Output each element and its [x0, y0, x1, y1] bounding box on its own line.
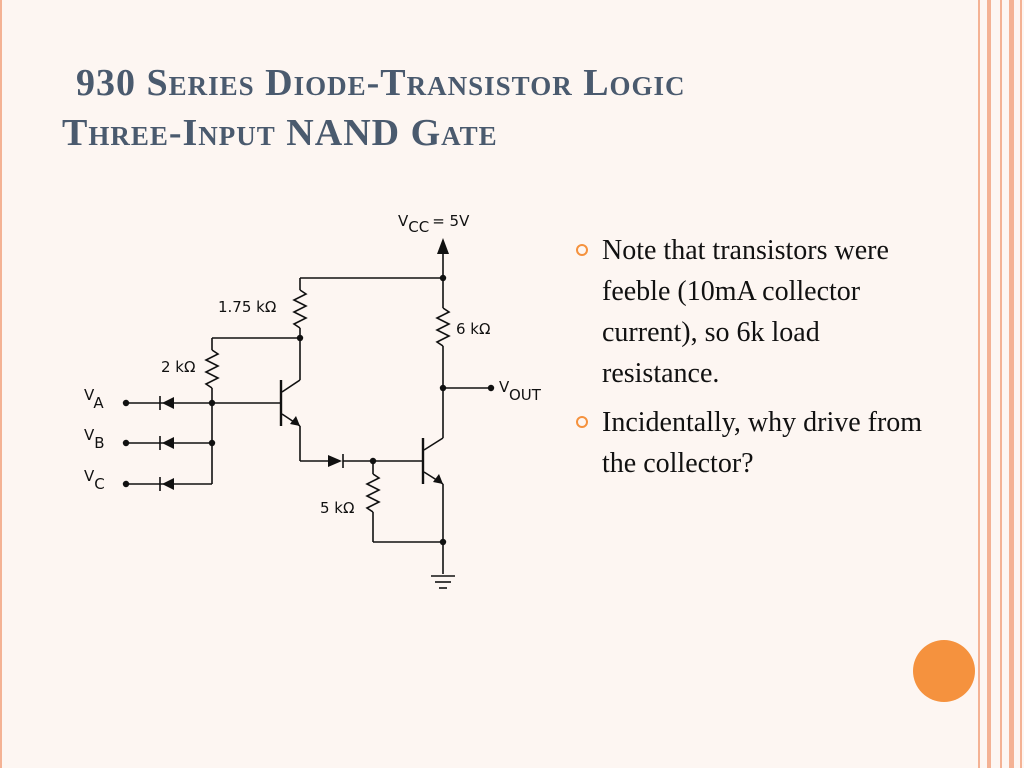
right-frame-line-3: [1000, 0, 1002, 768]
r4-label: 5 kΩ: [320, 499, 354, 517]
vcc-label: VCC= 5V: [398, 212, 470, 236]
bullet-list: Note that transistors were feeble (10mA …: [572, 230, 932, 492]
transistor-q1: [279, 379, 328, 462]
bullet-circle-icon: [576, 244, 588, 256]
resistor-6k: [435, 278, 495, 438]
slide-title-line-1: 930 Series Diode-Transistor Logic: [76, 62, 686, 104]
bullet-circle-icon: [576, 416, 588, 428]
vb-label: VB: [84, 426, 105, 452]
vc-label: VC: [84, 467, 105, 493]
left-frame-line: [0, 0, 2, 768]
vcc-supply: [300, 238, 449, 282]
right-frame-line-4: [1009, 0, 1014, 768]
resistor-1-75k: [292, 278, 308, 380]
transistor-q2: [421, 437, 447, 574]
right-frame-line-2: [987, 0, 991, 768]
r1-label: 1.75 kΩ: [218, 298, 276, 316]
decorative-orange-circle: [913, 640, 975, 702]
input-diode-b: [126, 436, 212, 450]
resistor-5k: [365, 461, 443, 543]
r3-label: 6 kΩ: [456, 320, 490, 338]
level-shift-diode: [328, 454, 422, 468]
input-diode-a: [126, 396, 280, 410]
r2-label: 2 kΩ: [161, 358, 195, 376]
bullet-item: Note that transistors were feeble (10mA …: [572, 230, 932, 394]
dtl-nand-circuit-diagram: VCC= 5V 1.75 kΩ 2 kΩ VA VB VC: [84, 212, 542, 589]
vout-label: VOUT: [499, 378, 542, 404]
bullet-text: Note that transistors were feeble (10mA …: [602, 235, 889, 389]
right-frame-line-5: [1020, 0, 1022, 768]
slide-title: 930 Series Diode-Transistor Logic Three-…: [62, 58, 942, 158]
vcc-arrow-icon: [437, 238, 449, 254]
input-diode-c: [126, 403, 213, 491]
ground-icon: [431, 575, 455, 589]
bullet-item: Incidentally, why drive from the collect…: [572, 402, 932, 484]
bullet-text: Incidentally, why drive from the collect…: [602, 407, 923, 479]
va-label: VA: [84, 386, 104, 412]
resistor-2k: [204, 337, 300, 403]
slide-title-line-2: Three-Input NAND Gate: [62, 112, 498, 154]
right-frame-line-1: [978, 0, 980, 768]
